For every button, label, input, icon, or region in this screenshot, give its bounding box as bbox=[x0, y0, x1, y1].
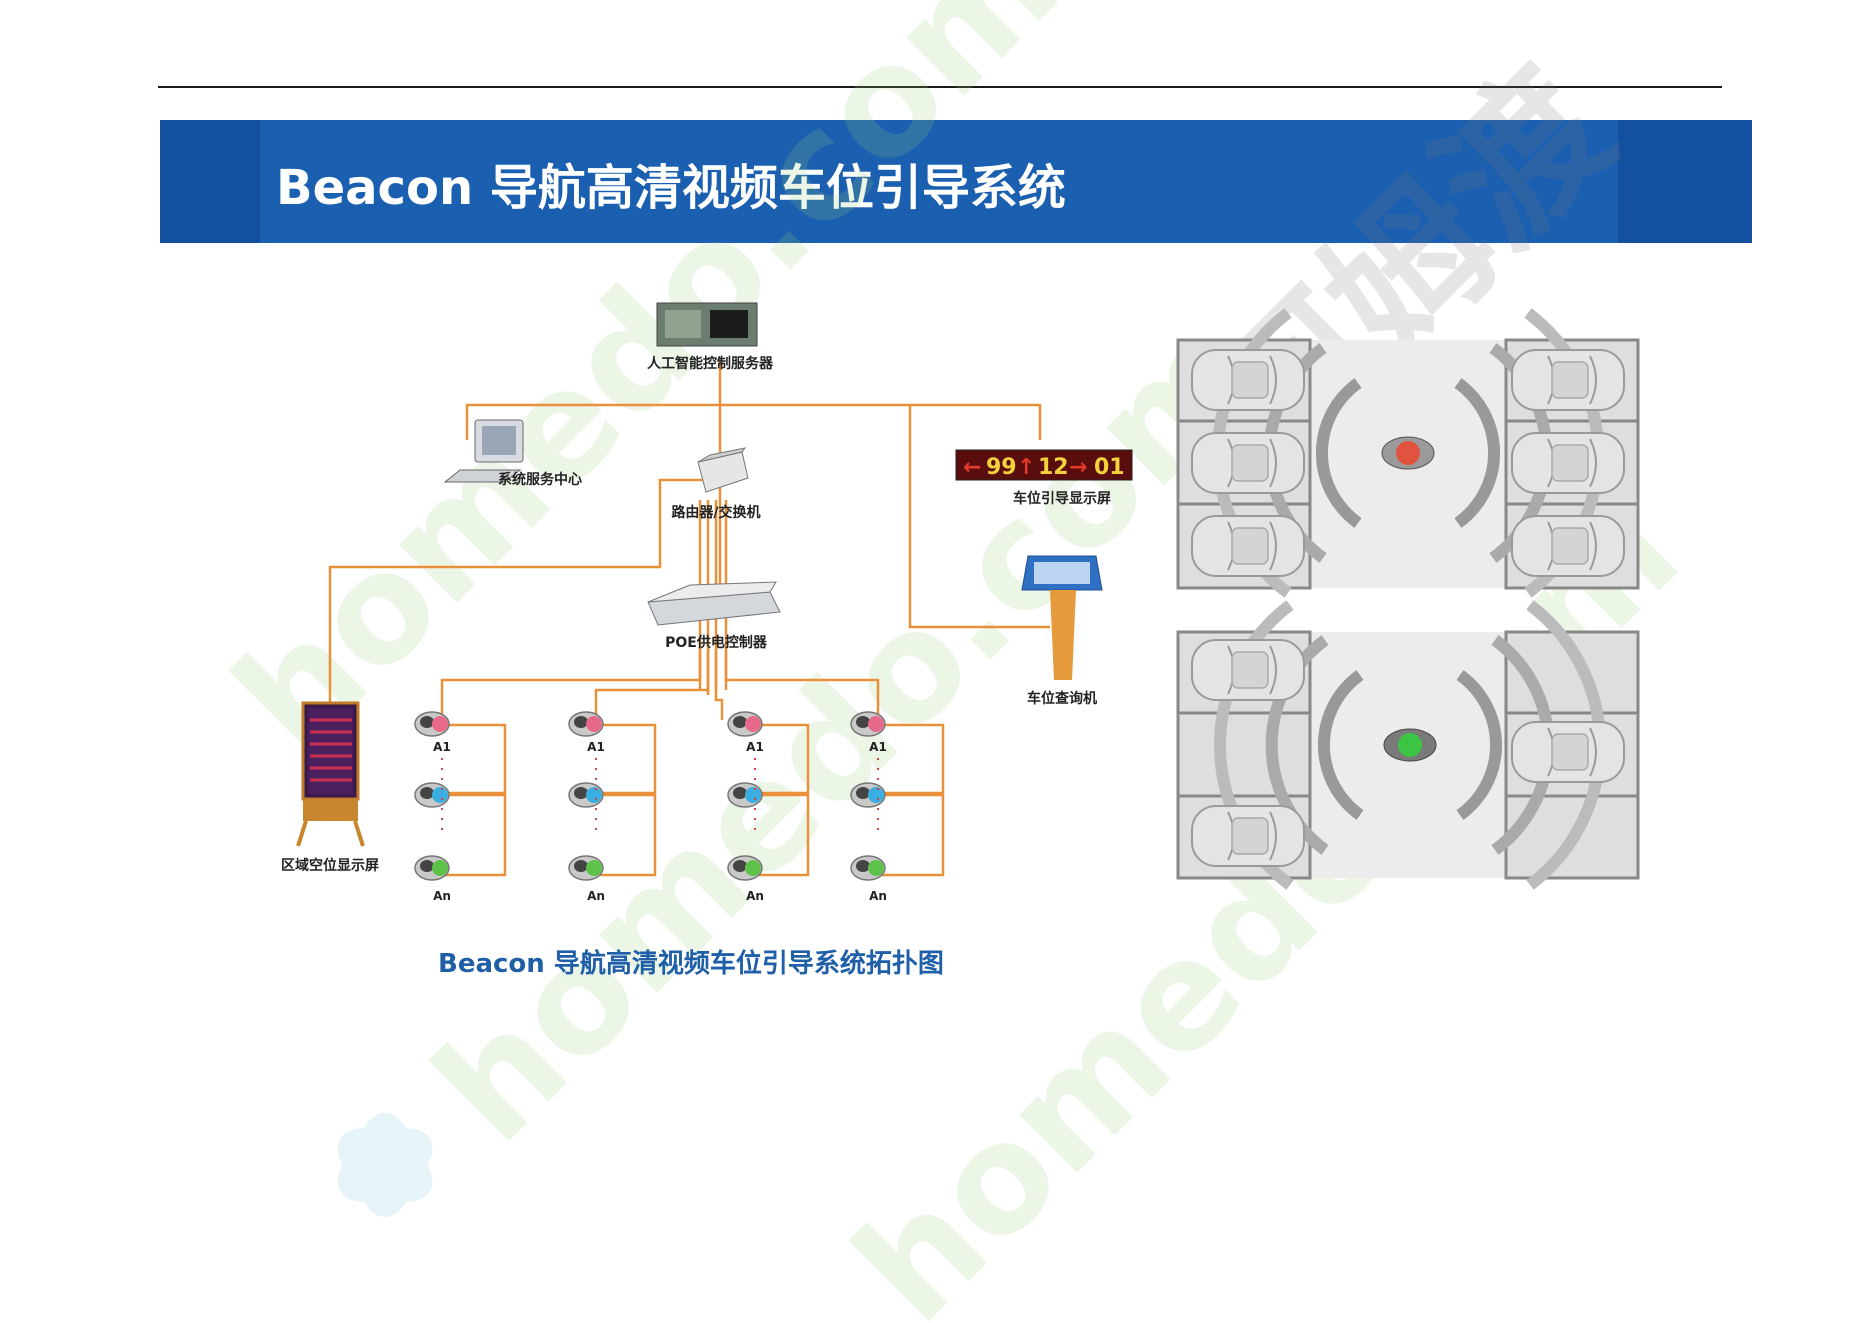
camera-a1-label: A1 bbox=[746, 740, 764, 754]
parking-illustration-vacant bbox=[1176, 605, 1640, 885]
banner-right-accent bbox=[1618, 120, 1752, 243]
camera-a1-label: A1 bbox=[869, 740, 887, 754]
led-up-count: 12 bbox=[1038, 455, 1069, 480]
watermark-flower-icon bbox=[337, 1113, 433, 1217]
computer-icon bbox=[443, 419, 524, 483]
camera-green-indicator-icon bbox=[1383, 728, 1437, 762]
camera-icon bbox=[414, 855, 450, 881]
service-center-label: 系统服务中心 bbox=[498, 471, 582, 488]
kiosk-label: 车位查询机 bbox=[1027, 690, 1097, 707]
camera-icon bbox=[727, 782, 763, 808]
car-icon bbox=[1191, 515, 1305, 577]
camera-column-1: A1 An bbox=[414, 711, 451, 903]
camera-icon bbox=[850, 855, 886, 881]
camera-icon bbox=[850, 782, 886, 808]
page-title: Beacon 导航高清视频车位引导系统 bbox=[276, 160, 1066, 216]
diagram-caption: Beacon 导航高清视频车位引导系统拓扑图 bbox=[438, 949, 944, 979]
led-right-count: 01 bbox=[1094, 455, 1125, 480]
camera-icon bbox=[850, 711, 886, 737]
network-wires bbox=[328, 358, 1050, 877]
ai-server-label: 人工智能控制服务器 bbox=[647, 355, 774, 372]
camera-icon bbox=[568, 711, 604, 737]
camera-red-indicator-icon bbox=[1381, 436, 1435, 470]
arrow-right-icon: → bbox=[1069, 455, 1087, 480]
camera-icon bbox=[568, 855, 604, 881]
title-banner: Beacon 导航高清视频车位引导系统 bbox=[160, 120, 1752, 243]
guide-screen-label: 车位引导显示屏 bbox=[1013, 490, 1111, 507]
kiosk-icon bbox=[1021, 555, 1103, 680]
server-icon bbox=[656, 302, 758, 347]
zone-screen-label: 区域空位显示屏 bbox=[281, 857, 379, 874]
car-icon bbox=[1191, 805, 1305, 867]
camera-an-label: An bbox=[587, 889, 605, 903]
camera-an-label: An bbox=[746, 889, 764, 903]
arrow-up-icon: ↑ bbox=[1017, 455, 1035, 480]
camera-an-label: An bbox=[869, 889, 887, 903]
camera-column-2: A1 An bbox=[568, 711, 605, 903]
camera-column-3: A1 An bbox=[727, 711, 764, 903]
camera-icon bbox=[414, 711, 450, 737]
car-icon bbox=[1511, 721, 1625, 783]
camera-icon bbox=[568, 782, 604, 808]
zone-display-icon bbox=[296, 701, 365, 847]
camera-a1-label: A1 bbox=[587, 740, 605, 754]
arrow-left-icon: ← bbox=[963, 455, 981, 480]
poe-switch-icon bbox=[647, 581, 781, 626]
parking-illustration-occupied bbox=[1176, 313, 1640, 593]
car-icon bbox=[1511, 349, 1625, 411]
camera-a1-label: A1 bbox=[433, 740, 451, 754]
camera-icon bbox=[727, 855, 763, 881]
router-label: 路由器/交换机 bbox=[671, 504, 760, 521]
guide-led-screen: ← 99 ↑ 12 → 01 bbox=[955, 449, 1133, 481]
camera-column-4: A1 An bbox=[850, 711, 887, 903]
car-icon bbox=[1191, 639, 1305, 701]
camera-icon bbox=[727, 711, 763, 737]
camera-icon bbox=[414, 782, 450, 808]
car-icon bbox=[1511, 515, 1625, 577]
car-icon bbox=[1191, 432, 1305, 494]
car-icon bbox=[1511, 432, 1625, 494]
top-rule bbox=[158, 86, 1722, 88]
router-icon bbox=[697, 447, 749, 493]
poe-label: POE供电控制器 bbox=[665, 634, 768, 651]
banner-left-accent bbox=[160, 120, 260, 243]
car-icon bbox=[1191, 349, 1305, 411]
camera-an-label: An bbox=[433, 889, 451, 903]
led-left-count: 99 bbox=[986, 455, 1017, 480]
